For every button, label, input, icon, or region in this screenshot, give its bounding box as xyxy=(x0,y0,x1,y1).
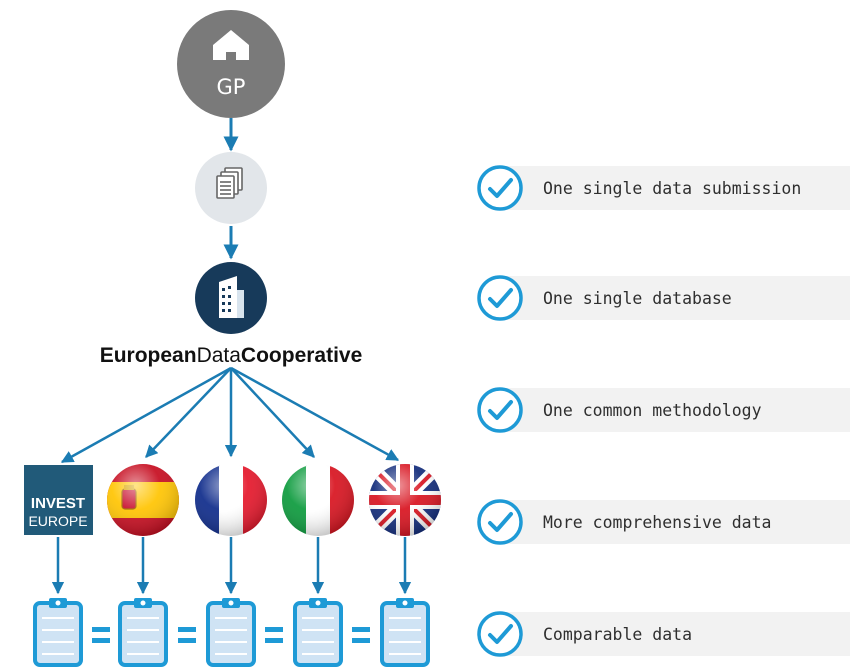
edc-name-part3: Cooperative xyxy=(241,344,362,367)
clipboard-icon xyxy=(206,598,256,667)
benefit-item: One common methodology xyxy=(477,387,850,433)
benefit-item: Comparable data xyxy=(477,611,850,657)
clipboard-icon xyxy=(118,598,168,667)
arrow-edc-to-uk xyxy=(230,366,400,462)
france-flag-icon xyxy=(195,464,267,536)
benefit-bar xyxy=(500,276,850,320)
benefit-bar xyxy=(500,500,850,544)
arrow-edc-to-spain xyxy=(145,367,232,458)
arrow-edc-to-italy xyxy=(230,367,315,458)
documents-icon xyxy=(216,167,243,199)
check-circle-icon xyxy=(477,611,523,657)
benefit-label: One single database xyxy=(543,289,732,308)
benefit-bar xyxy=(500,612,850,656)
clipboard-icon xyxy=(380,598,430,667)
fanout-arrows xyxy=(60,366,400,464)
edc-name-part2: Data xyxy=(197,344,242,367)
investeurope-logo: INVEST EUROPE xyxy=(24,465,93,535)
benefit-bar xyxy=(500,388,850,432)
benefit-bar xyxy=(500,166,850,210)
benefit-label: More comprehensive data xyxy=(543,513,771,532)
investeurope-line2: EUROPE xyxy=(28,513,87,529)
arrow-edc-to-investeurope xyxy=(60,366,232,464)
investeurope-line1: INVEST xyxy=(31,495,85,512)
check-circle-icon xyxy=(477,275,523,321)
benefit-item: One single data submission xyxy=(477,165,850,211)
benefit-item: More comprehensive data xyxy=(477,499,850,545)
equals-sign xyxy=(352,627,370,643)
clipboard-icon xyxy=(293,598,343,667)
gp-label: GP xyxy=(217,75,246,99)
building-icon xyxy=(219,276,244,318)
check-circle-icon xyxy=(477,165,523,211)
check-circle-icon xyxy=(477,387,523,433)
uk-flag-icon xyxy=(369,464,441,536)
italy-flag-icon xyxy=(282,464,354,536)
edc-wordmark: EuropeanDataCooperative xyxy=(100,344,363,367)
clipboard-icon xyxy=(33,598,83,667)
benefit-item: One single database xyxy=(477,275,850,321)
gp-circle xyxy=(177,10,285,118)
edc-name-part1: European xyxy=(100,344,197,367)
check-circle-icon xyxy=(477,499,523,545)
benefit-label: Comparable data xyxy=(543,625,692,644)
equals-signs xyxy=(92,627,370,643)
gp-node: GP xyxy=(177,10,285,118)
spain-flag-icon xyxy=(107,464,179,536)
equals-sign xyxy=(265,627,283,643)
report-row xyxy=(33,598,430,667)
submission-node xyxy=(195,152,267,224)
edc-node: EuropeanDataCooperative xyxy=(100,262,363,367)
house-icon xyxy=(213,30,249,60)
benefit-label: One common methodology xyxy=(543,401,762,420)
benefit-label: One single data submission xyxy=(543,179,801,198)
equals-sign xyxy=(92,627,110,643)
report-arrows xyxy=(51,537,412,595)
equals-sign xyxy=(178,627,196,643)
